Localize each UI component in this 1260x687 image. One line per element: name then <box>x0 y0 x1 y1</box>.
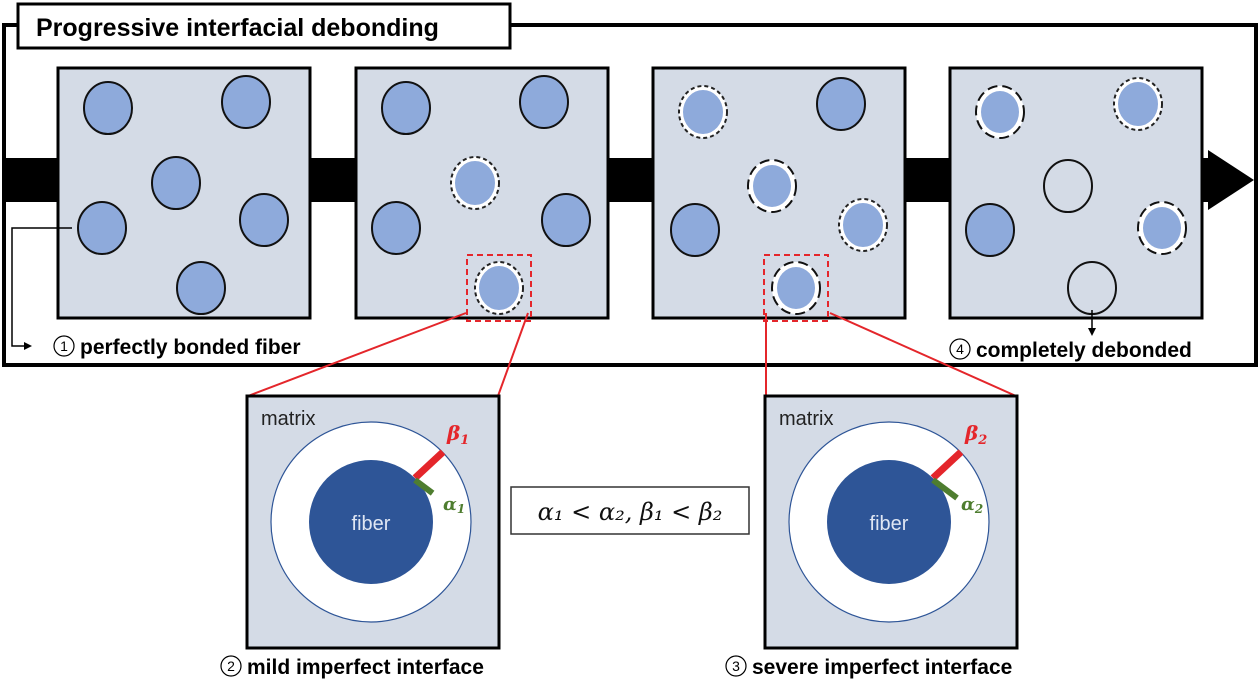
fiber-bonded <box>176 261 226 315</box>
fiber-bonded <box>239 193 289 247</box>
matrix-label: matrix <box>261 408 315 430</box>
zoom-connectors <box>247 312 1017 397</box>
fiber-label: fiber <box>870 513 909 535</box>
fiber-bonded <box>816 77 866 131</box>
stage4-label: 4 completely debonded <box>949 338 1192 362</box>
stage4-caption: completely debonded <box>976 339 1192 362</box>
beta-bar <box>930 449 964 481</box>
matrix-label: matrix <box>779 408 833 430</box>
fiber-mild <box>678 85 728 139</box>
diagram-title: Progressive interfacial debonding <box>36 14 439 42</box>
fiber-severe <box>975 85 1025 139</box>
stage-panel-4 <box>948 66 1204 320</box>
fiber-mild <box>1113 77 1163 131</box>
number-badge-text: 2 <box>227 658 235 674</box>
fiber-mild <box>838 198 888 252</box>
stage4-leader <box>1088 310 1096 336</box>
number-badge-3 <box>725 655 747 677</box>
stage-panel-2 <box>354 66 610 322</box>
number-badge-4 <box>949 338 971 360</box>
fiber-bonded <box>519 75 569 129</box>
stage1-label: 1 perfectly bonded fiber <box>53 335 301 359</box>
fiber-debonded <box>1043 159 1093 213</box>
fiber-bonded <box>381 81 431 135</box>
detail-caption: mild imperfect interface <box>247 656 484 679</box>
title-box: Progressive interfacial debonding <box>16 2 512 50</box>
zoom-highlight-box <box>763 254 829 322</box>
relation-box: α₁ < α₂, β₁ < β₂ <box>510 486 750 535</box>
fiber-bonded <box>77 201 127 255</box>
beta-bar <box>412 449 446 481</box>
fiber-bonded <box>541 193 591 247</box>
stage1-leader <box>11 227 72 350</box>
alpha-bar <box>413 477 435 496</box>
fiber-mild <box>450 156 500 210</box>
relation-text: α₁ < α₂, β₁ < β₂ <box>538 498 723 526</box>
number-badge-2 <box>220 655 242 677</box>
fiber-label: fiber <box>352 513 391 535</box>
fiber-core <box>827 460 951 584</box>
fiber-severe <box>1137 201 1187 255</box>
number-badge-4-text: 4 <box>956 341 964 357</box>
fiber-severe <box>747 159 797 213</box>
stage-panels <box>56 66 1204 322</box>
fiber-bonded <box>371 201 421 255</box>
stage-panel-1 <box>56 66 312 320</box>
number-badge-1 <box>53 335 75 357</box>
fiber-core <box>309 460 433 584</box>
number-badge-1-text: 1 <box>60 338 68 354</box>
fiber-severe <box>771 261 821 315</box>
fiber-bonded <box>670 203 720 257</box>
number-badge-text: 3 <box>732 658 740 674</box>
zoom-highlight-box <box>466 254 532 322</box>
stage-panel-3 <box>651 66 907 322</box>
fiber-bonded <box>965 203 1015 257</box>
stage1-caption: perfectly bonded fiber <box>80 336 301 359</box>
alpha-bar <box>931 477 959 501</box>
detail-caption: severe imperfect interface <box>752 656 1012 679</box>
fiber-bonded <box>151 156 201 210</box>
fiber-bonded <box>221 75 271 129</box>
fiber-mild <box>474 261 524 315</box>
fiber-bonded <box>83 81 133 135</box>
